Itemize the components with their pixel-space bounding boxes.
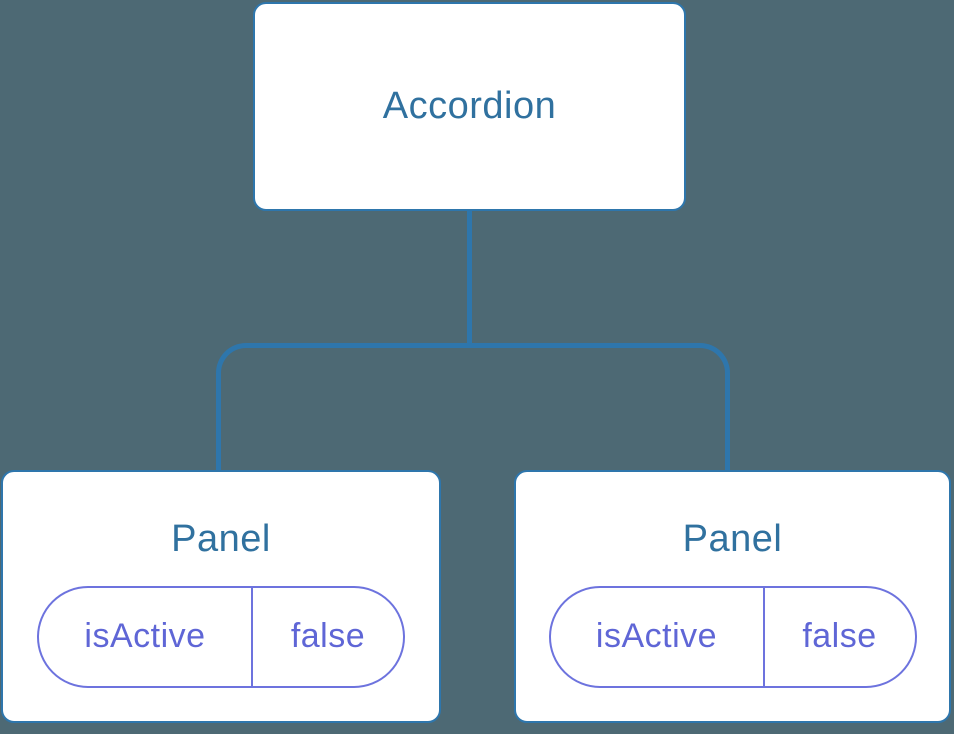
panel-node-left: Panel isActive false xyxy=(1,470,441,723)
state-prop-name: isActive xyxy=(551,587,765,686)
accordion-node-label: Accordion xyxy=(382,84,557,127)
state-pill: isActive false xyxy=(37,585,405,688)
connector-stem-line xyxy=(467,211,472,345)
state-pill: isActive false xyxy=(548,585,917,688)
panel-node-right: Panel isActive false xyxy=(514,470,951,723)
state-prop-name: isActive xyxy=(39,587,253,686)
state-prop-value: false xyxy=(802,617,877,656)
panel-node-label: Panel xyxy=(171,518,271,560)
panel-node-label: Panel xyxy=(682,518,783,560)
state-prop-value: false xyxy=(290,617,366,656)
connector-branch-line xyxy=(216,343,730,470)
accordion-node: Accordion xyxy=(253,2,686,211)
